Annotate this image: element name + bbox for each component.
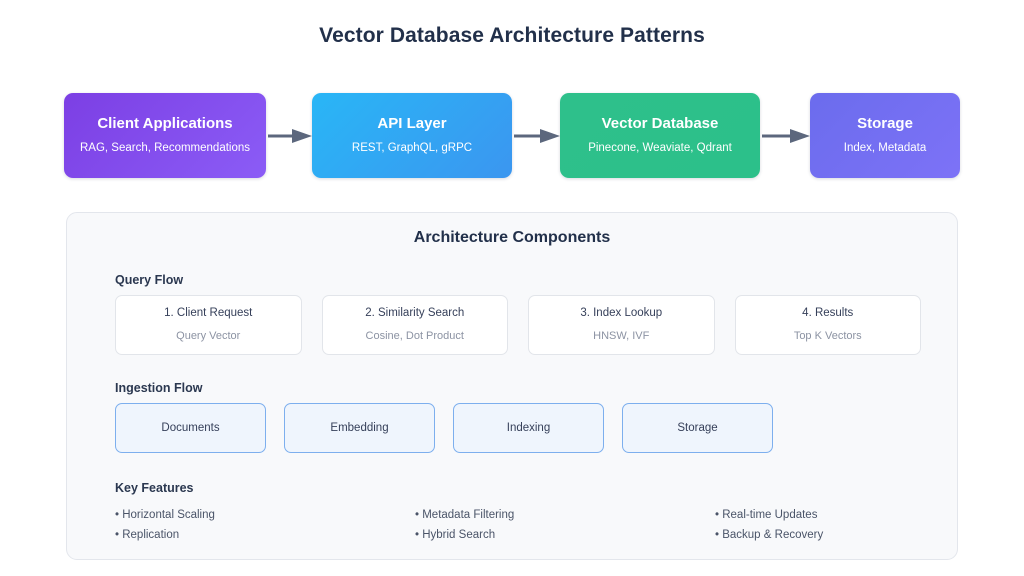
flow-box-title: Client Applications (97, 115, 233, 133)
ingestion-flow-card[interactable]: Documents (115, 403, 266, 453)
flow-box-vector-database[interactable]: Vector Database Pinecone, Weaviate, Qdra… (560, 93, 760, 178)
section-label-query-flow: Query Flow (115, 273, 184, 287)
query-card-subtitle: Top K Vectors (793, 329, 862, 342)
section-label-key-features: Key Features (115, 481, 194, 495)
key-feature-item: • Hybrid Search (415, 529, 496, 541)
ingestion-flow-row: Documents Embedding Indexing Storage (115, 403, 773, 453)
query-flow-card[interactable]: 4. Results Top K Vectors (734, 295, 921, 355)
ingestion-flow-card[interactable]: Indexing (453, 403, 604, 453)
panel-title: Architecture Components (413, 229, 611, 246)
key-feature-item: • Horizontal Scaling (115, 509, 215, 521)
key-features-column: • Horizontal Scaling • Replication (115, 505, 415, 545)
key-feature-item: • Metadata Filtering (415, 509, 515, 521)
key-feature-item: • Real-time Updates (715, 509, 818, 521)
query-card-title: 3. Index Lookup (580, 307, 663, 319)
query-flow-card[interactable]: 1. Client Request Query Vector (115, 295, 302, 355)
page-title: Vector Database Architecture Patterns (319, 24, 705, 47)
query-card-title: 4. Results (802, 307, 854, 319)
key-feature-item: • Replication (115, 529, 180, 541)
query-card-subtitle: Query Vector (176, 329, 241, 342)
flow-box-subtitle: REST, GraphQL, gRPC (351, 142, 473, 155)
flow-box-client-applications[interactable]: Client Applications RAG, Search, Recomme… (64, 93, 266, 178)
query-flow-row: 1. Client Request Query Vector 2. Simila… (115, 295, 921, 355)
query-card-title: 1. Client Request (164, 307, 253, 319)
key-features-list: • Horizontal Scaling • Replication • Met… (115, 505, 921, 545)
flow-box-api-layer[interactable]: API Layer REST, GraphQL, gRPC (312, 93, 512, 178)
flow-box-subtitle: Pinecone, Weaviate, Qdrant (588, 142, 732, 155)
flow-box-subtitle: RAG, Search, Recommendations (79, 142, 251, 155)
architecture-components-panel: Architecture Components Query Flow 1. Cl… (66, 212, 958, 560)
section-label-ingestion-flow: Ingestion Flow (115, 381, 203, 395)
arrow-right-icon-3 (762, 129, 810, 143)
query-card-subtitle: HNSW, IVF (593, 329, 650, 342)
flow-box-subtitle: Index, Metadata (843, 142, 927, 155)
flow-box-storage[interactable]: Storage Index, Metadata (810, 93, 960, 178)
query-card-subtitle: Cosine, Dot Product (365, 329, 464, 342)
key-features-column: • Metadata Filtering • Hybrid Search (415, 505, 715, 545)
flow-box-title: Storage (857, 115, 913, 133)
arrow-right-icon-2 (514, 129, 560, 143)
key-feature-item: • Backup & Recovery (715, 529, 824, 541)
query-card-title: 2. Similarity Search (365, 307, 465, 319)
ingestion-flow-card[interactable]: Embedding (284, 403, 435, 453)
flow-box-title: API Layer (377, 115, 447, 133)
key-features-column: • Real-time Updates • Backup & Recovery (715, 505, 921, 545)
ingestion-flow-card[interactable]: Storage (622, 403, 773, 453)
architecture-flow-row: Client Applications RAG, Search, Recomme… (64, 93, 960, 178)
arrow-right-icon-1 (268, 129, 312, 143)
query-flow-card[interactable]: 2. Similarity Search Cosine, Dot Product (321, 295, 508, 355)
flow-box-title: Vector Database (601, 115, 719, 133)
query-flow-card[interactable]: 3. Index Lookup HNSW, IVF (528, 295, 715, 355)
